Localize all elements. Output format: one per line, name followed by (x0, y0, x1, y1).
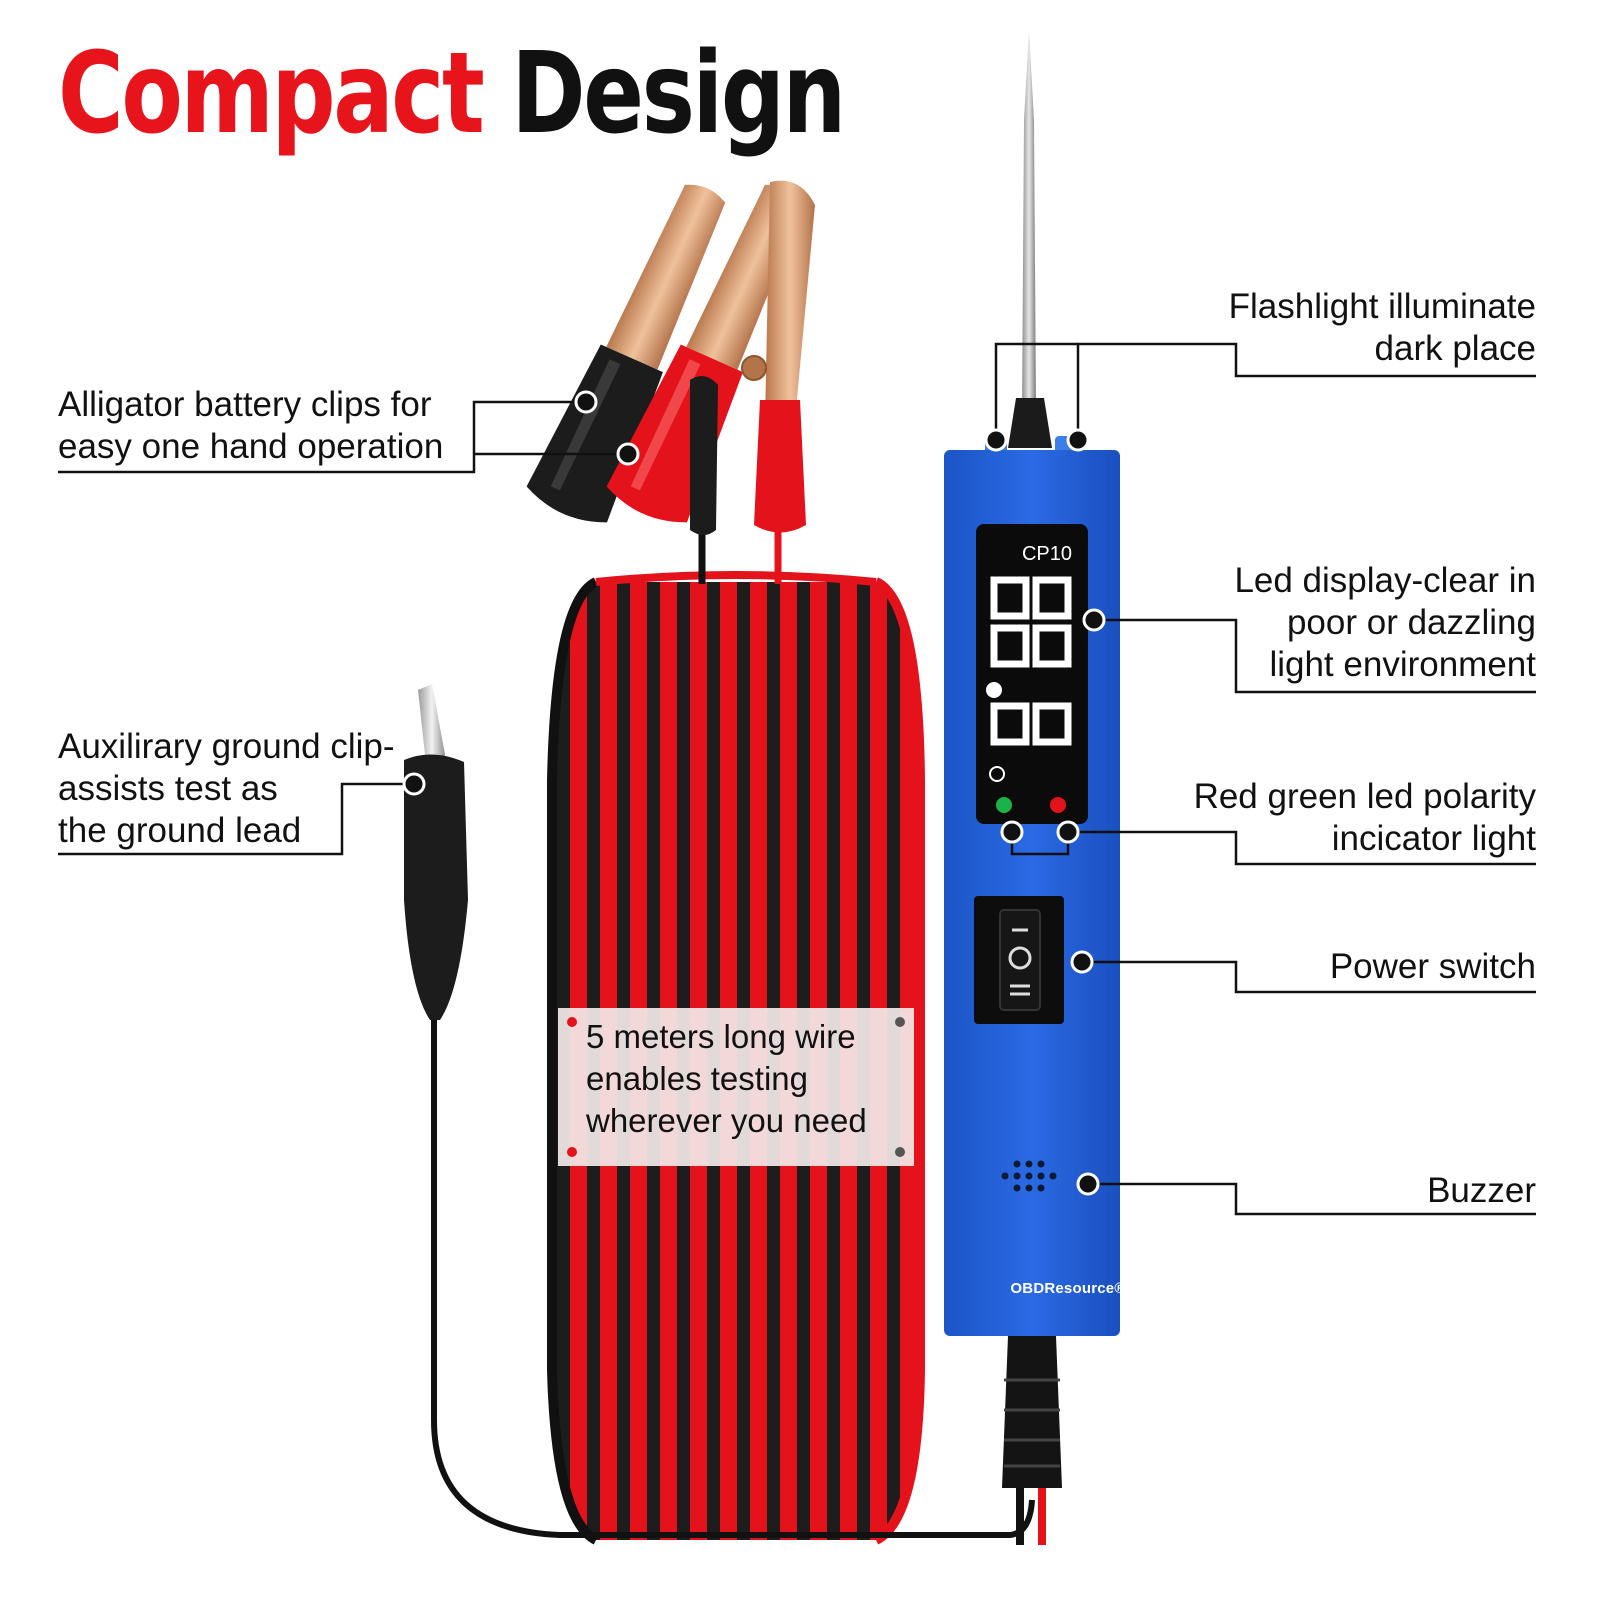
callout-line: Flashlight illuminate (1228, 287, 1536, 326)
callout-line: dark place (1374, 329, 1536, 368)
page-title: Compact Design (58, 38, 846, 150)
callout-line: Red green led polarity (1193, 777, 1536, 816)
callout-buzzer: Buzzer (1427, 1170, 1536, 1212)
callout-led-display: Led display-clear in poor or dazzling li… (1234, 560, 1536, 686)
note-line: wherever you need (586, 1102, 867, 1139)
callout-line: poor or dazzling (1286, 603, 1536, 642)
polarity-plus-icon (1050, 797, 1066, 813)
title-main: Design (511, 29, 846, 159)
callout-line: Buzzer (1427, 1171, 1536, 1210)
callout-line: incicator light (1331, 819, 1536, 858)
polarity-minus-icon (996, 797, 1012, 813)
callout-ground-clip: Auxilirary ground clip- assists test as … (58, 726, 395, 852)
note-line: 5 meters long wire (586, 1018, 856, 1055)
callout-line: Power switch (1329, 947, 1536, 986)
ground-clip (404, 684, 1035, 1538)
callout-line: Led display-clear in (1234, 561, 1536, 600)
buzzer-grille-icon (1001, 1160, 1057, 1192)
device-brand-logo: OBDResource® (1010, 1280, 1126, 1297)
callout-line: easy one hand operation (58, 427, 444, 466)
wire-note-card (558, 1008, 914, 1166)
probe-tester (944, 30, 1120, 1545)
callout-flashlight: Flashlight illuminate dark place (1229, 286, 1536, 370)
callout-line: light environment (1269, 645, 1536, 684)
seven-segment-digits (990, 576, 1072, 746)
callout-line: assists test as (58, 769, 278, 808)
led-display (976, 524, 1088, 824)
leader-lines (58, 342, 1536, 1216)
callout-power-switch: Power switch (1330, 946, 1536, 988)
title-accent: Compact (58, 29, 485, 159)
callout-line: Auxilirary ground clip- (58, 727, 395, 766)
callout-alligator-clips: Alligator battery clips for easy one han… (58, 384, 443, 468)
wire-length-note: 5 meters long wire enables testing where… (560, 1016, 920, 1166)
alligator-clips (526, 180, 815, 535)
callout-dots (402, 390, 1106, 1196)
device-model-label: CP10 (1021, 543, 1073, 565)
callout-line: the ground lead (58, 811, 302, 850)
note-line: enables testing (586, 1060, 808, 1097)
callout-line: Alligator battery clips for (58, 385, 432, 424)
callout-polarity: Red green led polarity incicator light (1194, 776, 1536, 860)
